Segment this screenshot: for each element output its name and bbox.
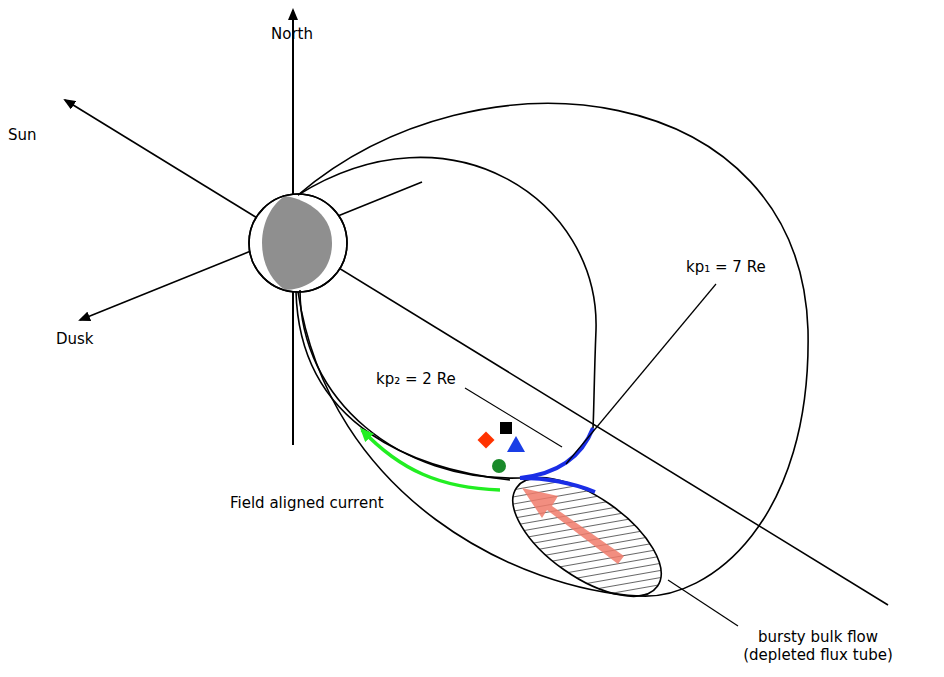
earth xyxy=(249,194,347,292)
boundary-label: kp₂ = 2 Re xyxy=(376,370,456,388)
axis-label: Dusk xyxy=(56,330,94,348)
current-arrow xyxy=(362,430,500,490)
kp2-curve xyxy=(520,478,595,492)
inner-field-line-lower xyxy=(300,290,520,478)
kp1-curve xyxy=(520,428,593,478)
axis-label: North xyxy=(271,25,313,43)
depleted-flux-tube xyxy=(494,455,681,619)
circle-symbol xyxy=(492,459,506,473)
dusk-axis xyxy=(80,182,422,320)
sun-axis xyxy=(65,100,888,605)
diamond-symbol xyxy=(478,432,495,449)
current-label: Field aligned current xyxy=(230,494,384,512)
leader-line xyxy=(668,580,738,626)
flow-label: bursty bulk flow (depleted flux tube) xyxy=(728,628,908,664)
boundary-label: kp₁ = 7 Re xyxy=(686,258,766,276)
square-symbol xyxy=(500,422,512,434)
axis-label: Sun xyxy=(8,126,37,144)
flow-arrow xyxy=(522,488,624,564)
earth-shade xyxy=(262,196,332,290)
leader-line xyxy=(465,388,562,447)
triangle-symbol xyxy=(507,436,525,452)
field-line-lower xyxy=(296,292,510,480)
inner-field-line xyxy=(298,157,596,428)
leader-line xyxy=(566,284,716,464)
